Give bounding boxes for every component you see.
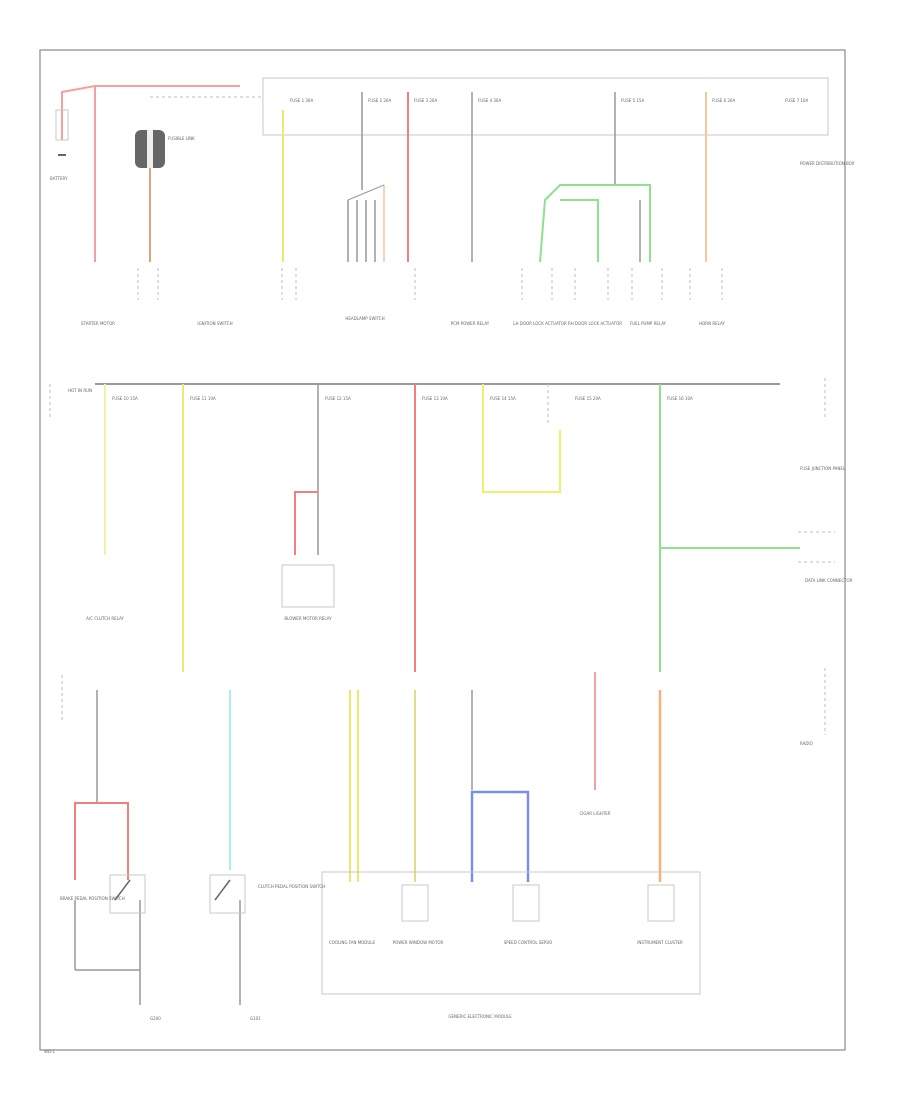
brake-switch-lever [114,879,131,901]
ignition-bundle [347,184,385,262]
ground-label-1: G200 [150,1016,161,1021]
fusible-link-label: FUSIBLE LINK [168,136,195,141]
fusible-link-gap [147,130,153,168]
fuse-e-label: FUSE 5 15A [621,98,644,103]
pcm-relay-label: PCM POWER RELAY [451,321,490,326]
gem-label: GENERIC ELECTRONIC MODULE [448,1014,512,1019]
cigar-label: CIGAR LIGHTER [579,811,610,816]
ignition-switch-label: IGNITION SWITCH [197,321,232,326]
fuse-j-label: FUSE 12 15A [325,396,351,401]
gem-connector-3 [647,884,675,922]
fuse-n-label: FUSE 16 10A [667,396,693,401]
hot-in-run-label: HOT IN RUN [68,388,92,393]
clutch-switch-label: CLUTCH PEDAL POSITION SWITCH [258,884,325,889]
row1-connectors [137,268,723,300]
data-link-label: DATA LINK CONNECTOR [805,578,853,583]
fuse-k-label: FUSE 13 10A [422,396,448,401]
fuse-i-label: FUSE 11 10A [190,396,216,401]
battery-feed-wire [61,85,240,140]
footer-label: WD-1 [44,1049,55,1054]
speed-control-label: SPEED CONTROL SERVO [504,940,553,945]
headlamp-switch-label: HEADLAMP SWITCH [345,316,384,321]
brake-switch-box [109,874,146,914]
gem-module-box [321,871,701,995]
fuse-b-label: FUSE 2 20A [368,98,391,103]
diagram-frame [39,49,846,1051]
battery-symbol [55,109,69,141]
fuse-l-label: FUSE 14 15A [490,396,516,401]
top-fuse-taps [282,92,707,262]
a-c-relay-label: A/C CLUTCH RELAY [86,616,124,621]
middle-taps [104,384,800,672]
clutch-switch-lever [214,879,231,901]
fuse-h-label: FUSE 10 15A [112,396,138,401]
lh-door-lock-label: LH DOOR LOCK ACTUATOR [513,321,567,326]
blower-relay-label: BLOWER MOTOR RELAY [284,616,332,621]
fuse-m-label: FUSE 15 20A [575,396,601,401]
power-dist-box-label: POWER DISTRIBUTION BOX [800,161,855,166]
brake-switch-label: BRAKE PEDAL POSITION SWITCH [60,896,125,901]
starter-label: STARTER MOTOR [81,321,115,326]
top-fuse-box [262,77,829,136]
cooling-fan-label: COOLING FAN MODULE [329,940,376,945]
rh-door-lock-label: RH DOOR LOCK ACTUATOR [568,321,622,326]
fuse-f-label: FUSE 6 20A [712,98,735,103]
instrument-cluster-label: INSTRUMENT CLUSTER [637,940,683,945]
fuse-c-label: FUSE 3 20A [414,98,437,103]
gem-connector-1 [401,884,429,922]
fuse-d-label: FUSE 4 30A [478,98,501,103]
radio-label: RADIO [800,741,813,746]
blower-relay-box [281,564,335,608]
bottom-taps [74,672,662,1005]
clutch-switch-box [209,874,246,914]
green-branch [539,184,651,263]
fuse-junction-panel-label: FUSE JUNCTION PANEL [800,466,846,471]
fuel-pump-relay-label: FUEL PUMP RELAY [630,321,667,326]
horn-relay-label: HORN RELAY [699,321,725,326]
power-window-label: POWER WINDOW MOTOR [393,940,444,945]
fuse-g-label: FUSE 7 10A [785,98,808,103]
gem-connector-2 [512,884,540,922]
fuse-a-label: FUSE 1 30A [290,98,313,103]
ground-label-2: G101 [250,1016,261,1021]
battery-label: BATTERY [50,176,68,181]
